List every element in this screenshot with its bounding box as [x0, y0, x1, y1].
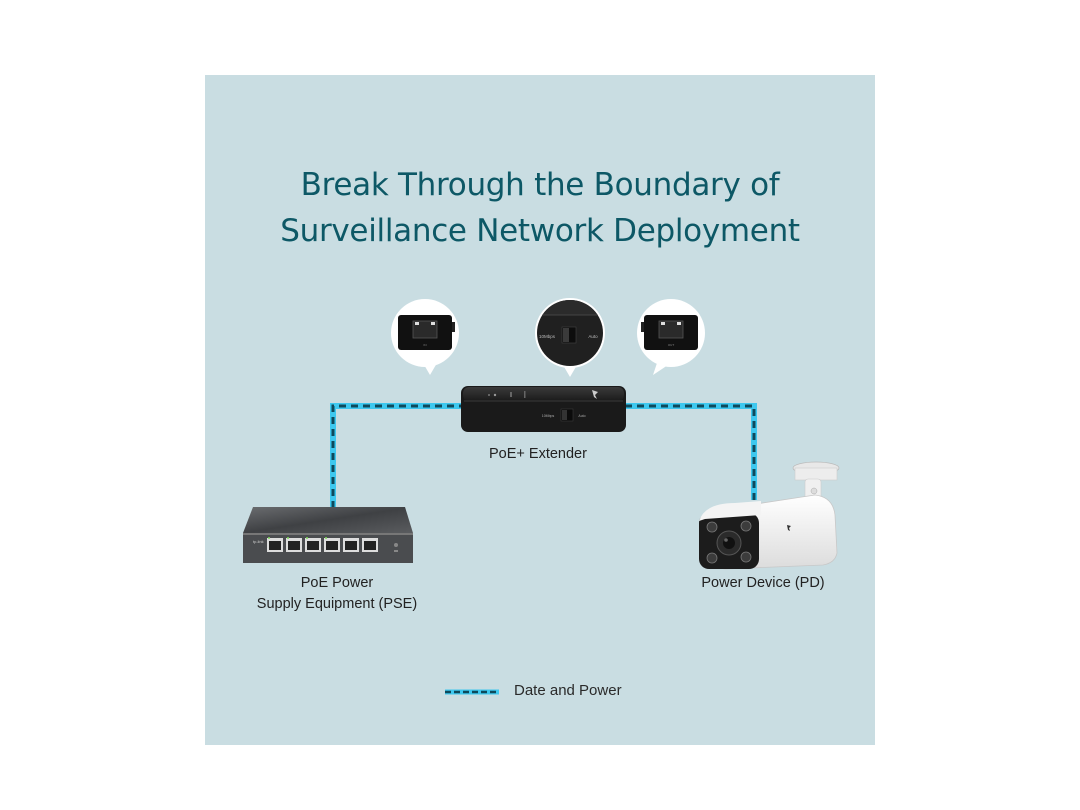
svg-text:tp-link: tp-link [253, 539, 264, 544]
callout-in-port: IN [391, 299, 459, 375]
svg-text:IN: IN [424, 343, 427, 347]
title-line-1: Break Through the Boundary of [300, 167, 780, 203]
legend-label: Date and Power [514, 682, 622, 699]
title-line-2: Surveillance Network Deployment [280, 213, 800, 249]
camera-logo-icon [787, 525, 791, 531]
bullet-camera-device [699, 461, 840, 570]
diagram-panel: Break Through the Boundary of Surveillan… [205, 75, 875, 745]
callout-out-port: OUT [637, 299, 705, 375]
pd-label: Power Device (PD) [701, 575, 825, 591]
callout-switch-left-label: 10Mbps [539, 334, 556, 339]
poe-extender-device: 10Mbps Auto [461, 386, 626, 432]
tp-link-logo-icon [592, 390, 598, 399]
extender-switch-left-label: 10Mbps [542, 414, 555, 418]
pse-label-line-2: Supply Equipment (PSE) [256, 596, 418, 612]
pse-label-line-1: PoE Power [300, 575, 374, 591]
extender-label: PoE+ Extender [489, 446, 587, 462]
callout-mode-switch: 10Mbps Auto [535, 298, 605, 377]
cable-extender-to-pd [625, 403, 757, 500]
cable-pse-to-extender [330, 403, 462, 508]
svg-text:OUT: OUT [668, 343, 675, 347]
switch-ports [267, 537, 378, 552]
network-diagram: IN 10Mbps Auto OU [243, 298, 840, 695]
poe-switch-device: tp-link [243, 507, 413, 563]
in-port-label: IN [424, 343, 427, 347]
callout-switch-right-label: Auto [588, 334, 598, 339]
out-port-label: OUT [668, 343, 675, 347]
extender-switch-right-label: Auto [578, 414, 585, 418]
